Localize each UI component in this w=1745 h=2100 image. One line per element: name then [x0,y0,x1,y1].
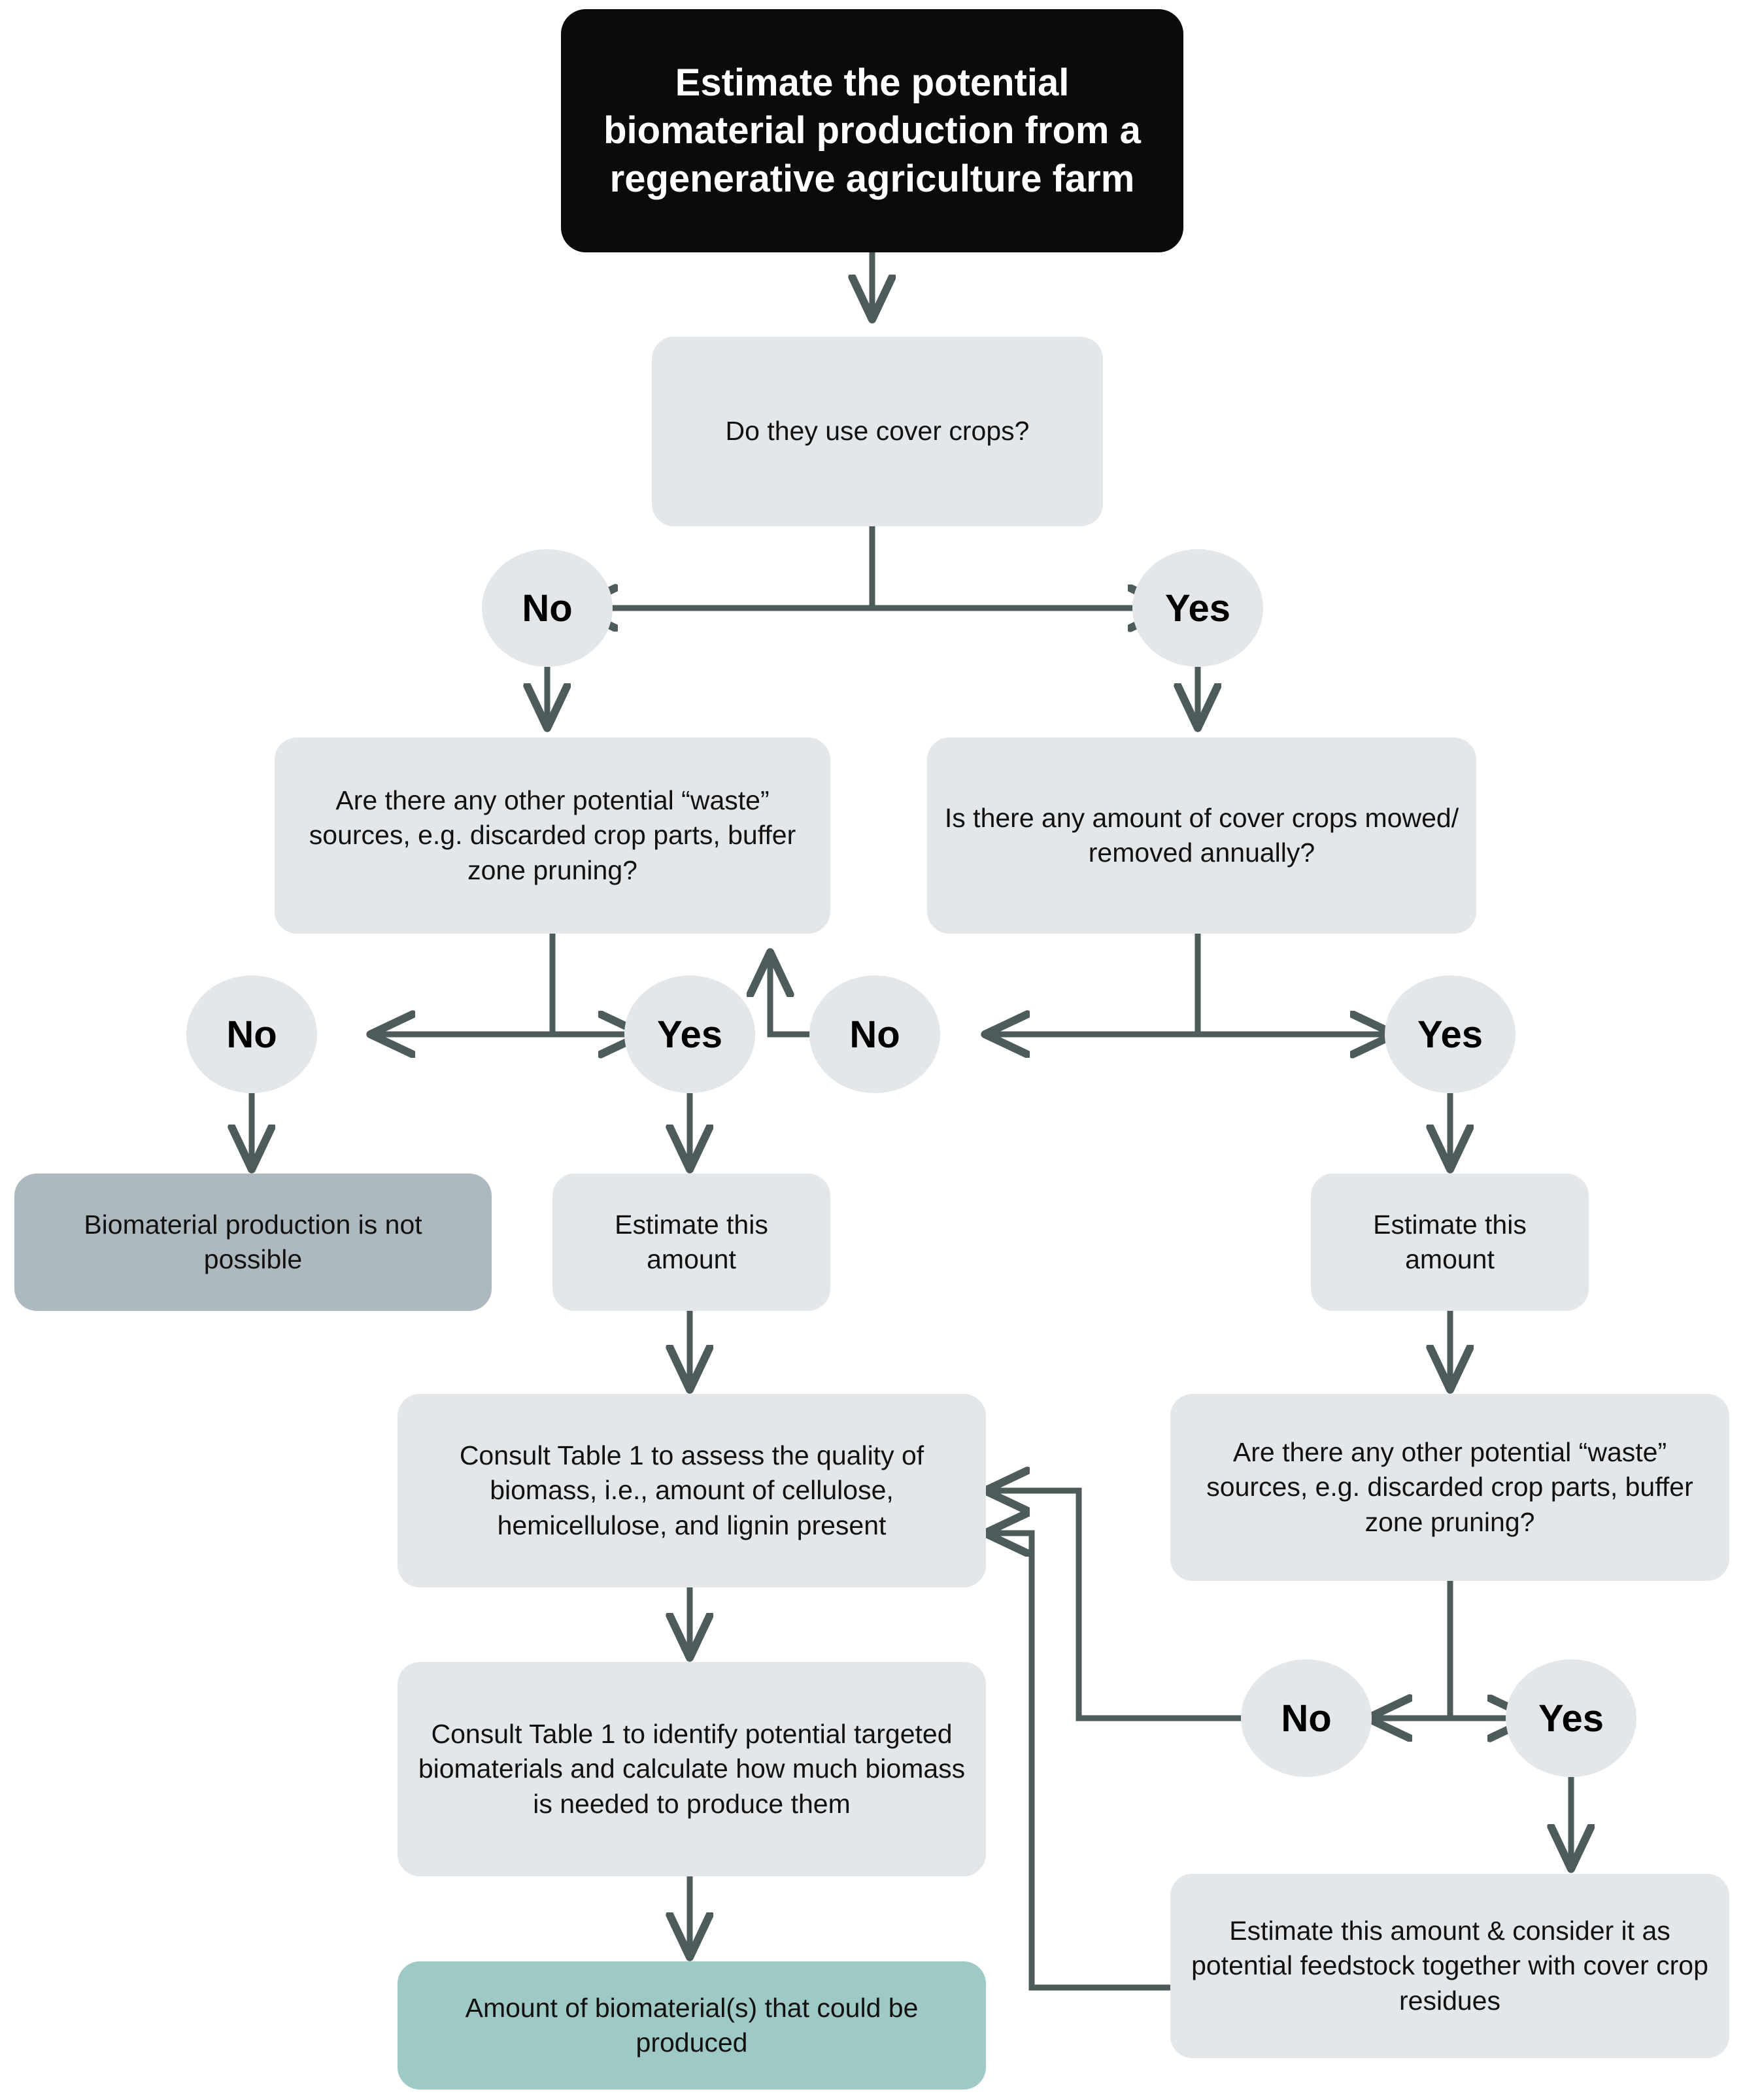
decision-mowed-no-label: No [849,1013,900,1056]
decision-cover-crops-yes[interactable]: Yes [1132,549,1263,667]
decision-waste-right-no[interactable]: No [1241,1659,1372,1777]
node-question-waste-right-label: Are there any other potential “waste” so… [1206,1437,1693,1537]
node-question-waste-right: Are there any other potential “waste” so… [1170,1394,1729,1581]
node-estimate-right-label: Estimate this amount [1373,1209,1527,1274]
node-question-mowed: Is there any amount of cover crops mowed… [927,737,1476,934]
decision-mowed-no[interactable]: No [809,975,940,1093]
node-estimate-right: Estimate this amount [1311,1174,1589,1311]
node-estimate-left: Estimate this amount [552,1174,830,1311]
node-question-cover-crops: Do they use cover crops? [652,337,1103,526]
node-consult-targets: Consult Table 1 to identify potential ta… [398,1662,986,1876]
node-estimate-feedstock-label: Estimate this amount & consider it as po… [1191,1916,1708,2016]
node-not-possible: Biomaterial production is not possible [14,1174,492,1311]
decision-mowed-yes-label: Yes [1417,1013,1483,1056]
node-result: Amount of biomaterial(s) that could be p… [398,1961,986,2090]
node-result-label: Amount of biomaterial(s) that could be p… [465,1992,919,2058]
decision-waste-right-yes-label: Yes [1538,1697,1604,1740]
node-estimate-left-label: Estimate this amount [615,1209,768,1274]
decision-mowed-yes[interactable]: Yes [1385,975,1516,1093]
decision-cover-crops-yes-label: Yes [1165,586,1230,630]
decision-cover-crops-no[interactable]: No [482,549,613,667]
node-not-possible-label: Biomaterial production is not possible [84,1209,422,1274]
node-start: Estimate the potential biomaterial produ… [561,9,1183,252]
node-question-cover-crops-label: Do they use cover crops? [725,416,1030,447]
decision-waste-left-yes[interactable]: Yes [624,975,755,1093]
decision-waste-left-no[interactable]: No [186,975,317,1093]
node-consult-quality: Consult Table 1 to assess the quality of… [398,1394,986,1587]
node-start-label: Estimate the potential biomaterial produ… [603,61,1141,200]
node-question-waste-left: Are there any other potential “waste” so… [275,737,830,934]
node-estimate-feedstock: Estimate this amount & consider it as po… [1170,1874,1729,2058]
decision-cover-crops-no-label: No [522,586,573,630]
node-consult-targets-label: Consult Table 1 to identify potential ta… [418,1719,966,1819]
decision-waste-right-yes[interactable]: Yes [1506,1659,1636,1777]
node-question-mowed-label: Is there any amount of cover crops mowed… [944,802,1459,868]
decision-waste-left-yes-label: Yes [657,1013,722,1056]
decision-waste-left-no-label: No [226,1013,277,1056]
decision-waste-right-no-label: No [1281,1697,1332,1740]
node-question-waste-left-label: Are there any other potential “waste” so… [309,785,796,885]
node-consult-quality-label: Consult Table 1 to assess the quality of… [459,1440,924,1540]
